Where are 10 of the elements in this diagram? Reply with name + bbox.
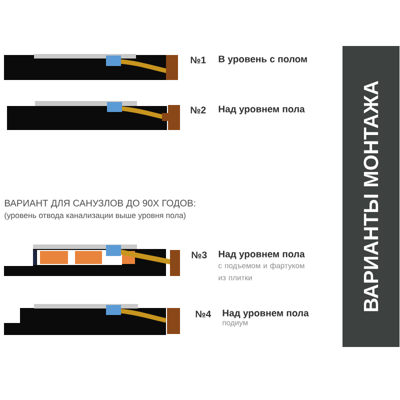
title-panel: ВАРИАНТЫ МОНТАЖА xyxy=(342,46,400,347)
variant-number: №4 xyxy=(196,310,212,318)
variant-number: №2 xyxy=(190,106,206,114)
section-heading: ВАРИАНТ ДЛЯ САНУЗЛОВ ДО 90Х ГОДОВ: xyxy=(4,200,196,208)
variant-title: Над уровнем пола xyxy=(218,250,305,260)
variant-title: В уровень с полом xyxy=(218,56,307,64)
variant-title: Над уровнем пола xyxy=(222,310,309,318)
variant-number: №3 xyxy=(192,252,207,258)
variant-title: Над уровнем пола xyxy=(218,106,305,114)
variant-number: №1 xyxy=(190,56,206,64)
